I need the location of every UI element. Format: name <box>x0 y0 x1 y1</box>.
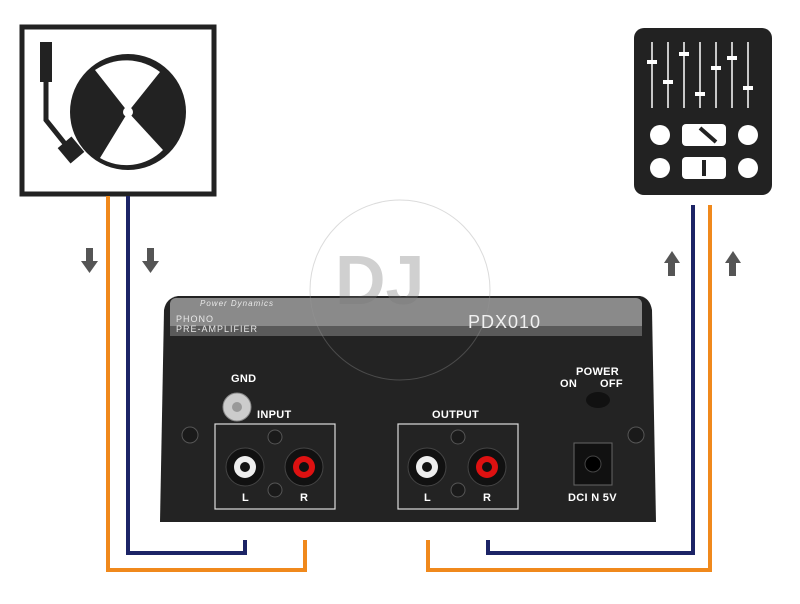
preamp-device <box>160 296 656 522</box>
turntable-icon <box>19 24 217 197</box>
watermark-text: DJ <box>335 241 425 319</box>
mixer-icon <box>634 28 772 195</box>
input-label: INPUT <box>257 409 292 421</box>
watermark <box>309 199 491 381</box>
arrow-up-icon <box>725 251 741 276</box>
input-right-label: R <box>300 492 309 504</box>
device-title-line1: PHONO <box>176 314 215 324</box>
input-right-cable <box>106 196 307 572</box>
power-switch <box>586 392 610 408</box>
gnd-knob <box>222 392 252 422</box>
output-left-label: L <box>424 492 432 504</box>
gnd-label: GND <box>231 373 257 385</box>
power-on-label: ON <box>560 378 578 390</box>
input-left-label: L <box>242 492 250 504</box>
arrow-up-icon <box>664 251 680 276</box>
screws <box>181 426 645 498</box>
dc-jack <box>573 442 613 486</box>
output-jack-right <box>467 447 507 487</box>
input-left-cable <box>126 196 247 555</box>
output-right-cable <box>486 205 695 555</box>
power-label: POWER <box>576 366 620 378</box>
model-name: PDX010 <box>468 312 542 332</box>
arrow-down-icon <box>142 248 159 273</box>
cables <box>106 196 712 572</box>
output-right-label: R <box>483 492 492 504</box>
input-jack-left <box>225 447 265 487</box>
arrows <box>81 248 741 276</box>
device-title-line2: PRE-AMPLIFIER <box>176 324 259 334</box>
output-jack-left <box>407 447 447 487</box>
output-left-cable <box>426 205 712 572</box>
dc-input-label: DCI N 5V <box>568 492 617 504</box>
output-label: OUTPUT <box>432 409 480 421</box>
arrow-down-icon <box>81 248 98 273</box>
brand-logo: Power Dynamics <box>200 299 275 308</box>
power-off-label: OFF <box>600 378 623 390</box>
input-jack-right <box>284 447 324 487</box>
